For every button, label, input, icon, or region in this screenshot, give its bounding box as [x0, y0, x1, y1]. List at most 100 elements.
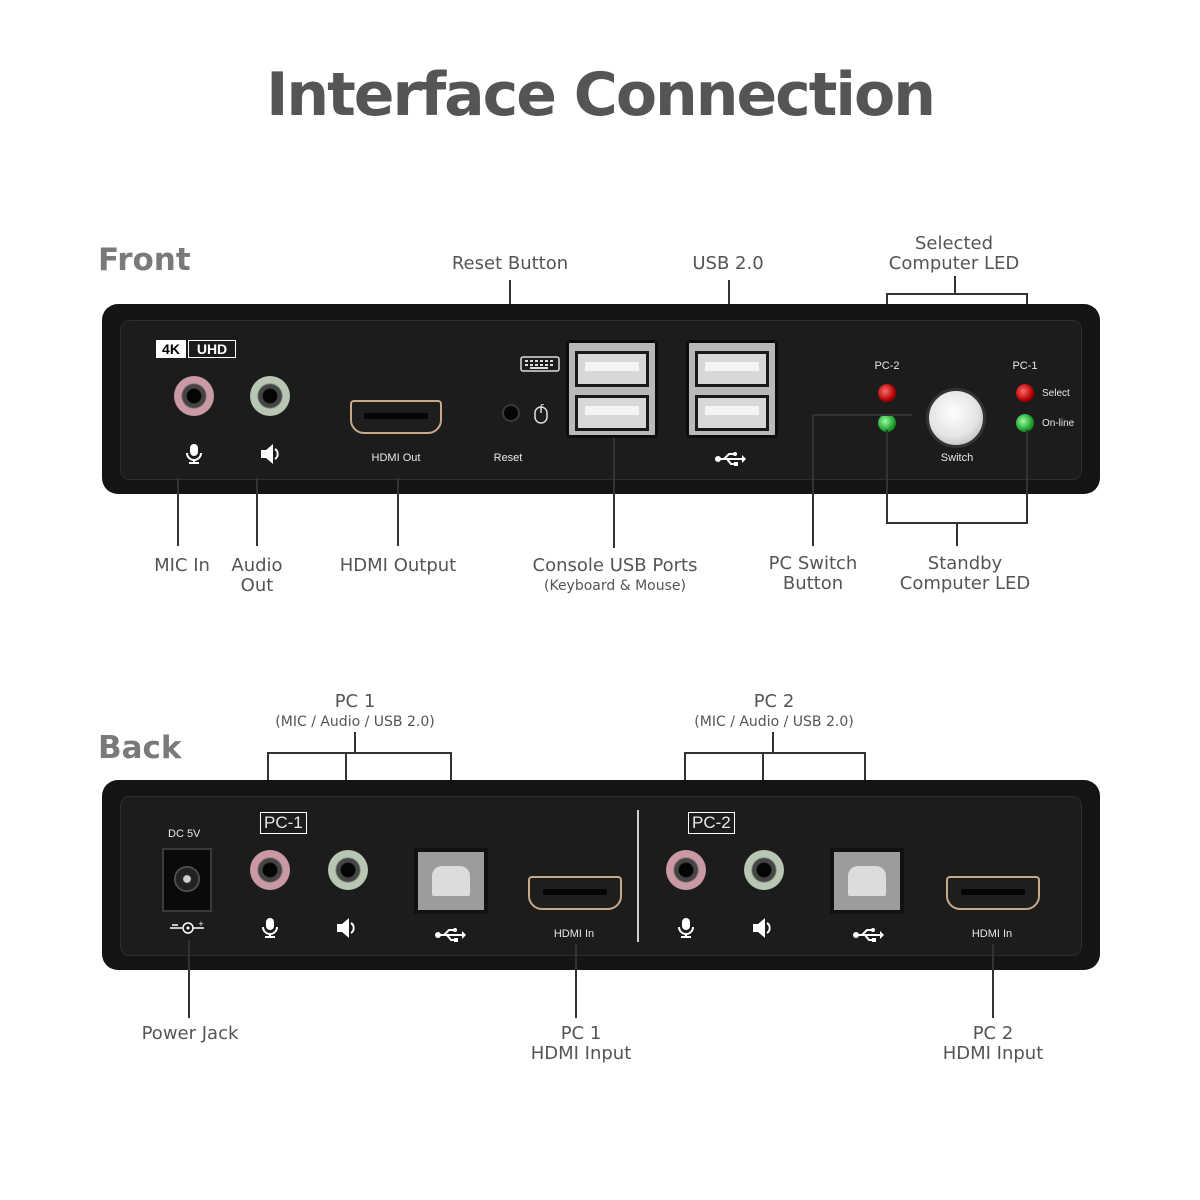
callout-standby-led-line2: Computer LED [899, 573, 1031, 594]
leader-line [812, 414, 912, 416]
leader-line [684, 752, 866, 754]
pc2-audio-jack[interactable] [744, 850, 784, 890]
callout-pc1-hdmi-input: PC 1 HDMI Input [506, 1024, 656, 1064]
leader-line [188, 940, 190, 1018]
pc1-hdmi-in-port[interactable] [528, 876, 622, 910]
power-jack[interactable] [162, 848, 212, 912]
callout-pc2-line1: PC 2 [753, 691, 795, 712]
callout-standby-led-line1: Standby [927, 553, 1003, 574]
leader-line [954, 276, 956, 294]
leader-line [956, 522, 958, 546]
usb-b-insert [848, 866, 886, 896]
front-device: 4K UHD HDMI Out Reset PC-2 PC-1 Select O [102, 304, 1100, 494]
usb20-block [686, 340, 778, 438]
callout-pc2-group: PC 2 (MIC / Audio / USB 2.0) [674, 692, 874, 732]
mic-in-jack[interactable] [174, 376, 214, 416]
leader-line [177, 478, 179, 546]
leader-line [886, 293, 1028, 295]
back-device: DC 5V + PC-1 HDMI In PC-2 HDMI In [102, 780, 1100, 970]
callout-console-usb-sub: (Keyboard & Mouse) [544, 578, 686, 594]
silk-dc-5v: DC 5V [168, 828, 201, 840]
callout-pc-switch-line1: PC Switch [768, 553, 858, 574]
leader-line [812, 414, 814, 546]
badge-4k: 4K [156, 340, 186, 358]
pc2-usb-b-port[interactable] [830, 848, 904, 914]
callout-selected-led-line2: Computer LED [888, 253, 1020, 274]
usb-icon [434, 926, 466, 944]
microphone-icon [182, 442, 206, 466]
usb20-port-1[interactable] [695, 351, 769, 387]
callout-pc1-hdmi-line2: HDMI Input [530, 1043, 632, 1064]
callout-pc-switch: PC Switch Button [752, 554, 874, 594]
leader-line [354, 732, 356, 754]
dc-polarity-icon: + [168, 920, 208, 936]
console-usb-port-2[interactable] [575, 395, 649, 431]
pc1-select-led [1016, 384, 1034, 402]
usb-b-insert [432, 866, 470, 896]
hdmi-out-port[interactable] [350, 400, 442, 434]
silk-pc1-back: PC-1 [260, 812, 307, 834]
console-usb-block [566, 340, 658, 438]
usb-icon [714, 450, 746, 468]
pc2-mic-jack[interactable] [666, 850, 706, 890]
callout-hdmi-output: HDMI Output [339, 555, 457, 576]
speaker-icon [334, 916, 358, 940]
reset-button[interactable] [502, 404, 520, 422]
silk-switch: Switch [940, 452, 974, 464]
leader-line [1026, 430, 1028, 524]
callout-audio-out-line2: Out [240, 575, 274, 596]
callout-pc2-hdmi-line2: HDMI Input [942, 1043, 1044, 1064]
back-heading: Back [98, 730, 182, 766]
pc2-select-led [878, 384, 896, 402]
silk-select: Select [1042, 388, 1070, 399]
console-usb-port-1[interactable] [575, 351, 649, 387]
speaker-icon [750, 916, 774, 940]
callout-pc1-line1: PC 1 [334, 691, 376, 712]
usb20-port-2[interactable] [695, 395, 769, 431]
leader-line [772, 732, 774, 754]
4k-uhd-badge: 4K UHD [156, 340, 236, 358]
silk-pc2: PC-2 [874, 360, 900, 372]
leader-line [992, 944, 994, 1018]
silk-hdmi-out: HDMI Out [371, 452, 421, 464]
callout-standby-led: Standby Computer LED [880, 554, 1050, 594]
pc1-online-led [1016, 414, 1034, 432]
microphone-icon [674, 916, 698, 940]
svg-text:+: + [198, 920, 204, 928]
callout-pc2-hdmi-line1: PC 2 [972, 1023, 1014, 1044]
callout-pc2-hdmi-input: PC 2 HDMI Input [918, 1024, 1068, 1064]
leader-line [575, 944, 577, 1018]
leader-line [256, 478, 258, 546]
speaker-icon [258, 442, 282, 466]
callout-selected-led-line1: Selected [914, 233, 994, 254]
leader-line [397, 478, 399, 546]
silk-online: On-line [1042, 418, 1075, 429]
badge-uhd: UHD [188, 340, 236, 358]
callout-pc2-sub: (MIC / Audio / USB 2.0) [694, 714, 854, 730]
silk-pc1: PC-1 [1012, 360, 1038, 372]
callout-pc1-group: PC 1 (MIC / Audio / USB 2.0) [255, 692, 455, 732]
keyboard-icon [520, 356, 560, 372]
power-jack-socket [174, 866, 200, 892]
callout-power-jack: Power Jack [141, 1023, 239, 1044]
pc1-usb-b-port[interactable] [414, 848, 488, 914]
callout-pc1-hdmi-line1: PC 1 [560, 1023, 602, 1044]
pc-switch-button[interactable] [926, 388, 986, 448]
pc2-online-led [878, 414, 896, 432]
callout-console-usb-line1: Console USB Ports [532, 555, 698, 576]
pc1-audio-jack[interactable] [328, 850, 368, 890]
callout-pc1-sub: (MIC / Audio / USB 2.0) [275, 714, 435, 730]
callout-usb20: USB 2.0 [692, 253, 764, 274]
silk-reset: Reset [493, 452, 523, 464]
leader-line [613, 438, 615, 548]
usb-icon [852, 926, 884, 944]
page-title: Interface Connection [266, 60, 936, 130]
pc1-mic-jack[interactable] [250, 850, 290, 890]
front-heading: Front [98, 242, 191, 278]
leader-line [267, 752, 452, 754]
callout-console-usb: Console USB Ports (Keyboard & Mouse) [510, 556, 720, 596]
audio-out-jack[interactable] [250, 376, 290, 416]
silk-pc2-hdmi-in: HDMI In [971, 928, 1013, 940]
callout-selected-led: Selected Computer LED [864, 234, 1044, 274]
pc2-hdmi-in-port[interactable] [946, 876, 1040, 910]
